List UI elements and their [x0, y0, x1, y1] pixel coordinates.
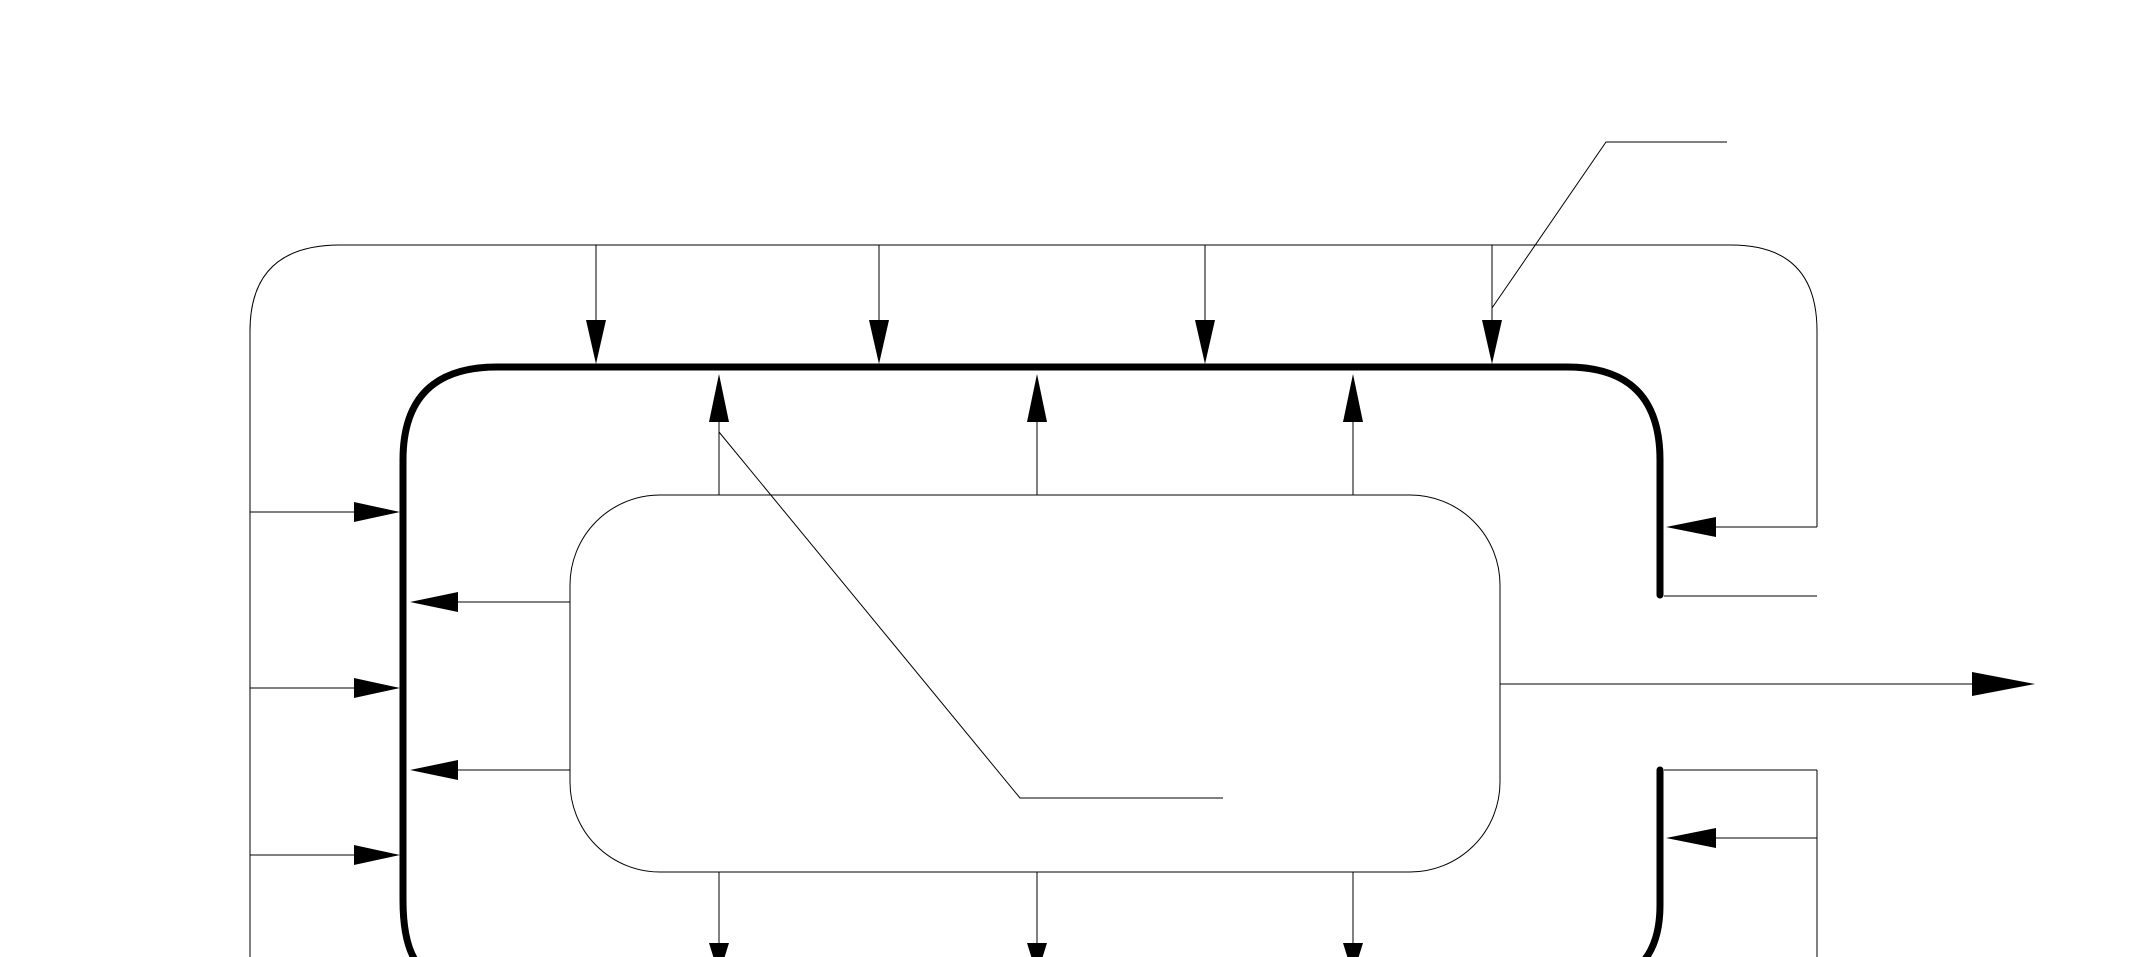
leader-line-middle	[718, 431, 1223, 799]
arrow-head	[354, 845, 400, 865]
arrow-head	[1343, 374, 1363, 422]
arrow-head	[586, 320, 606, 364]
arrow-head	[1195, 320, 1215, 364]
arrow-head	[354, 678, 400, 698]
thick-wall-lower-right	[1642, 766, 1664, 957]
arrow-head	[1666, 828, 1716, 848]
arrow-head	[1343, 943, 1363, 957]
inner-leftward-arrows	[410, 592, 570, 780]
arrow-head	[1482, 320, 1502, 364]
thick-wall	[399, 363, 1664, 957]
top-downward-arrows	[586, 245, 1502, 364]
inner-upward-arrows	[709, 374, 1363, 495]
outer-boundary	[249, 244, 1818, 957]
arrow-head	[709, 374, 729, 422]
arrow-head	[1666, 517, 1716, 537]
arrow-head	[354, 502, 400, 522]
arrow-head	[709, 943, 729, 957]
arrow-head	[869, 320, 889, 364]
arrow-head	[410, 592, 458, 612]
outflow-arrow	[1500, 672, 2035, 696]
leader-line-top	[1491, 141, 1727, 309]
arrow-head	[1027, 374, 1047, 422]
arrow-head	[410, 760, 458, 780]
right-inflow-arrows	[1664, 517, 1817, 848]
inner-box	[569, 494, 1501, 873]
arrow-head	[1972, 672, 2035, 696]
arrow-head	[1027, 943, 1047, 957]
inner-downward-arrows	[709, 872, 1363, 957]
left-rightward-arrows	[250, 502, 400, 865]
